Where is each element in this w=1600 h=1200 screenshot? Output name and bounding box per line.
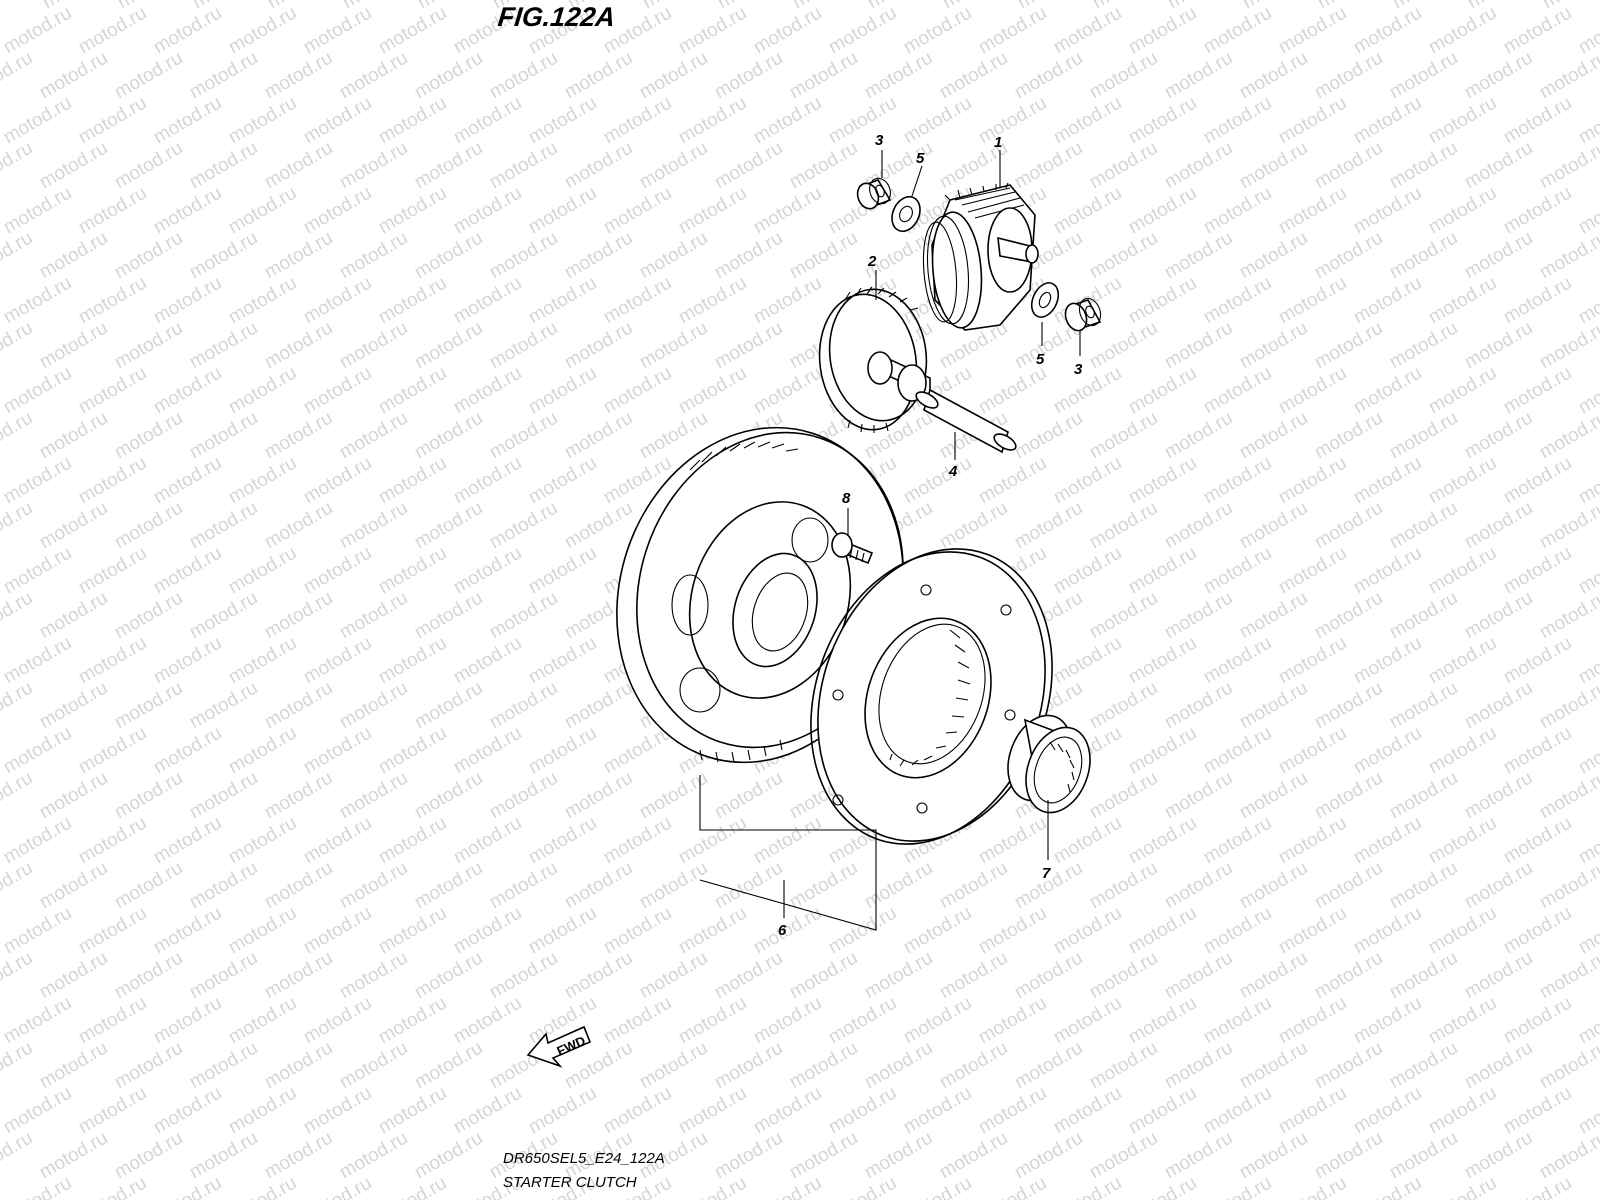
callout-1: 1 [994, 134, 1002, 151]
part-8-bolt[interactable] [831, 532, 874, 565]
part-3-collar-bottom[interactable] [1062, 295, 1104, 333]
part-4-shaft[interactable] [914, 388, 1019, 454]
callout-2: 2 [867, 253, 877, 270]
part-3-collar-top[interactable] [854, 175, 894, 211]
part-1-idler-gear[interactable] [920, 182, 1039, 331]
fwd-arrow-icon: FWD [526, 1025, 592, 1068]
callout-6: 6 [778, 922, 787, 939]
callout-8: 8 [842, 490, 851, 507]
callout-4: 4 [948, 463, 958, 480]
fwd-label: FWD [555, 1033, 588, 1059]
drawing-code: DR650SEL5_E24_122A [503, 1150, 665, 1167]
leader-lines [699, 150, 1081, 931]
part-2-reduction-gear[interactable] [811, 283, 935, 436]
callout-5-top: 5 [916, 150, 925, 167]
assembly-name: STARTER CLUTCH [503, 1174, 637, 1191]
callout-7: 7 [1042, 865, 1051, 882]
callout-5-bottom: 5 [1036, 351, 1045, 368]
part-7-bearing[interactable] [997, 706, 1101, 821]
part-5-washer-bottom[interactable] [1027, 279, 1064, 322]
callout-3-bottom: 3 [1074, 361, 1083, 378]
callout-3-top: 3 [875, 132, 884, 149]
part-5-washer-top[interactable] [887, 192, 926, 236]
